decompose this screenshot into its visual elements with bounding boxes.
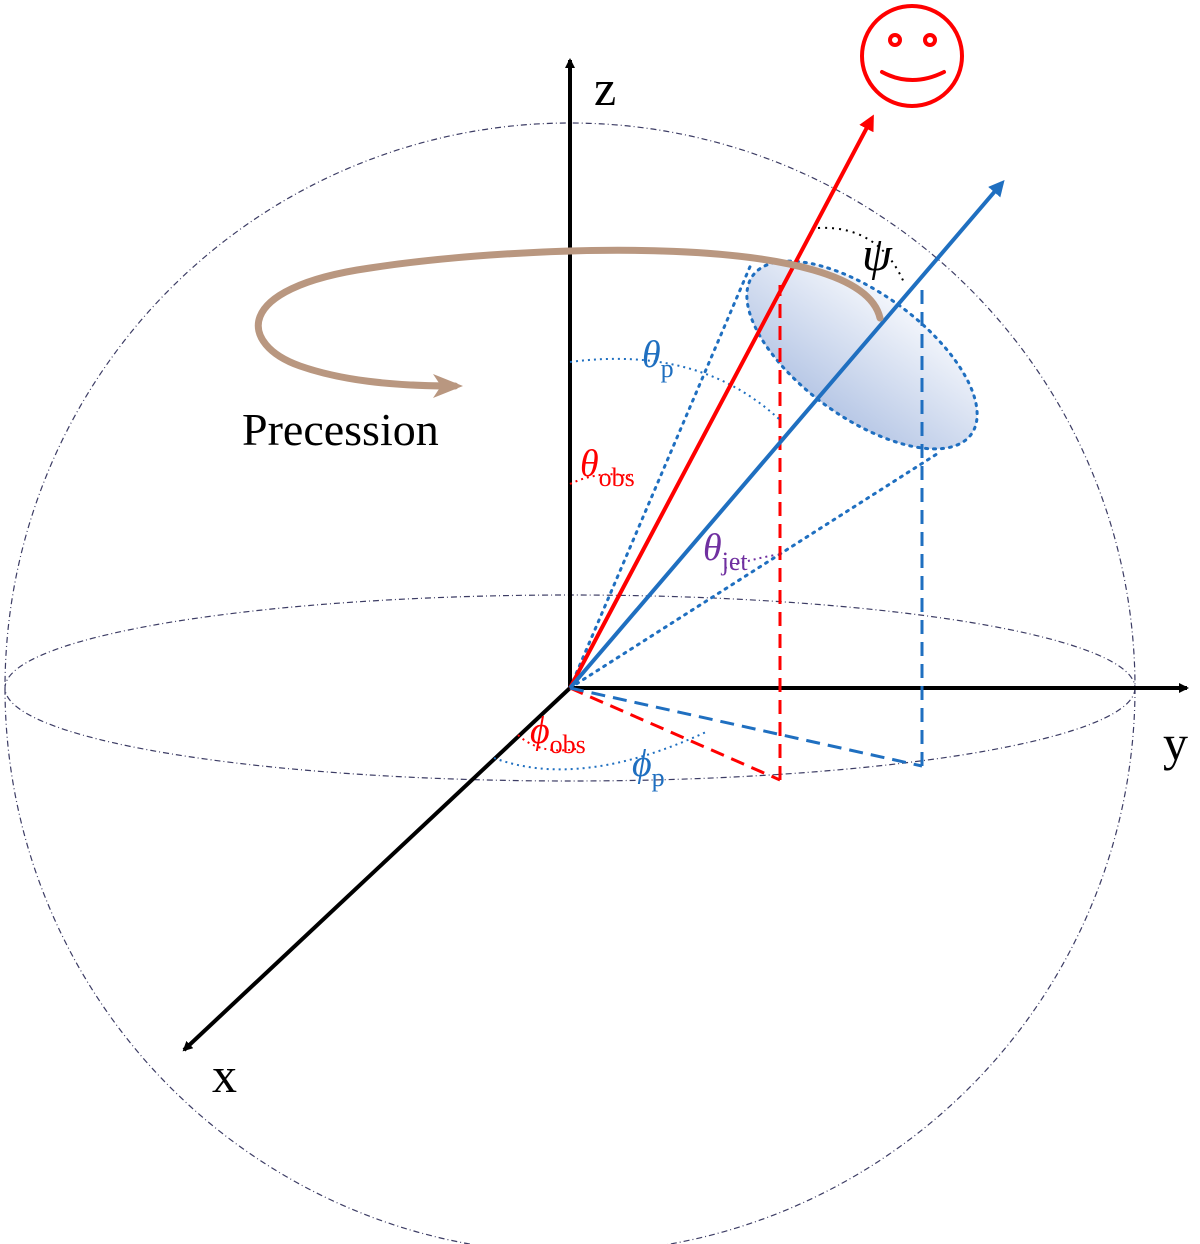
precession-arrow xyxy=(254,246,884,398)
jet-cone-edge-right xyxy=(568,450,942,690)
precession-label: Precession xyxy=(242,404,439,455)
phi-obs-label: ϕobs xyxy=(530,710,586,759)
jet-axis-arrow xyxy=(568,179,1005,690)
z-axis-label: z xyxy=(594,60,616,116)
x-axis xyxy=(182,686,572,1052)
jet-cone-edge-left xyxy=(568,260,754,690)
theta-jet-arc xyxy=(724,554,776,569)
y-axis-label: y xyxy=(1163,715,1188,771)
phi-p-arc xyxy=(493,731,707,771)
observer-projection xyxy=(569,285,782,782)
observer-direction-arrow xyxy=(568,114,874,689)
theta-obs-arc xyxy=(569,473,631,485)
phi-p-label: ϕp xyxy=(632,743,665,792)
psi-arc xyxy=(817,226,906,286)
jet-cone xyxy=(568,259,979,690)
smiley-face-icon xyxy=(860,4,964,108)
theta-p-arc xyxy=(569,357,781,421)
theta-jet-label: θjet xyxy=(703,527,748,576)
phi-obs-arc xyxy=(517,734,577,752)
theta-obs-label: θobs xyxy=(580,443,635,492)
jet-projection xyxy=(569,285,924,768)
x-axis-label: x xyxy=(212,1047,237,1103)
theta-p-label: θp xyxy=(642,334,674,383)
psi-label: ψ xyxy=(862,228,893,281)
